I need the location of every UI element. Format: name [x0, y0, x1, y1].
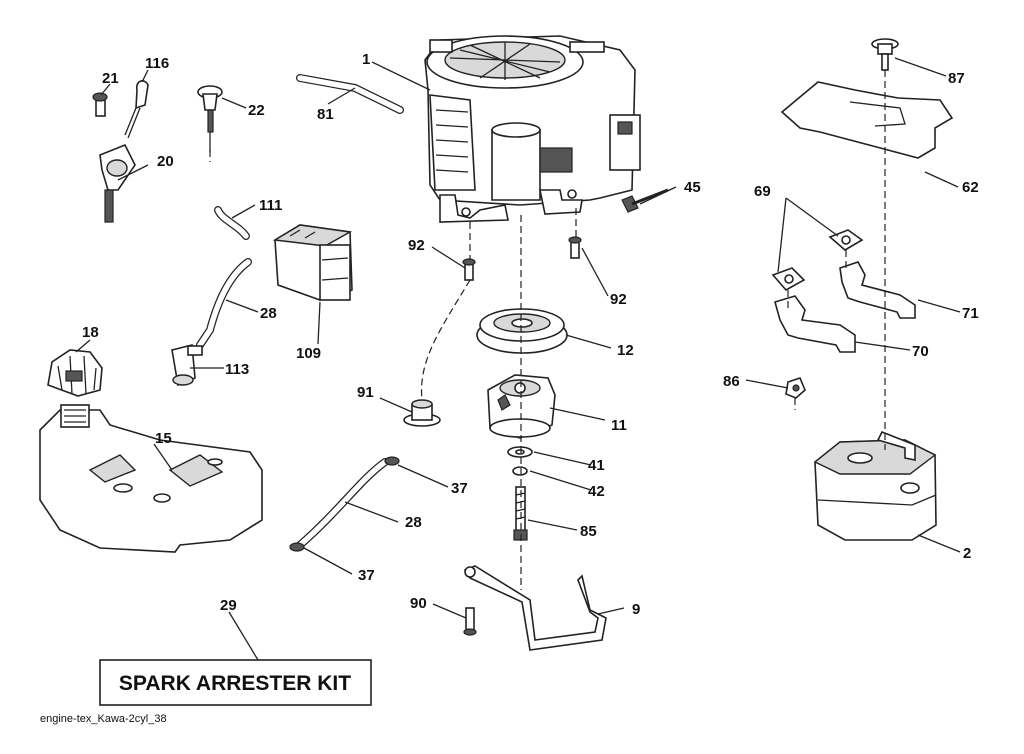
spark-arrester-kit: SPARK ARRESTER KIT	[99, 659, 372, 706]
bolt-45	[621, 188, 669, 213]
callout-62: 62	[962, 179, 979, 196]
callout-87: 87	[948, 70, 965, 87]
callout-91: 91	[357, 384, 374, 401]
callout-85: 85	[580, 523, 597, 540]
callout-41: 41	[588, 457, 605, 474]
callout-92-right: 92	[610, 291, 627, 308]
bushing-91	[403, 399, 441, 427]
callout-1: 1	[362, 51, 370, 68]
callout-28-lower: 28	[405, 514, 422, 531]
callout-28-upper: 28	[260, 305, 277, 322]
leader-lines	[75, 57, 961, 661]
pulley-12	[476, 308, 568, 354]
callout-20: 20	[157, 153, 174, 170]
callout-81: 81	[317, 106, 334, 123]
callout-111: 111	[259, 197, 282, 214]
callout-labels: 1 81 21 116 22 20 45 87 62 69 71 70 86 2…	[82, 51, 979, 618]
callout-113: 113	[225, 361, 249, 378]
callout-71: 71	[962, 305, 979, 322]
callout-70: 70	[912, 343, 929, 360]
callout-45: 45	[684, 179, 701, 196]
fuel-pump-109	[272, 224, 353, 301]
bolt-90	[463, 607, 477, 636]
bracket-9	[463, 565, 607, 651]
callout-18: 18	[82, 324, 99, 341]
fuel-tank-15	[39, 404, 263, 553]
callout-90: 90	[410, 595, 427, 612]
callout-12: 12	[617, 342, 634, 359]
washer-42	[512, 466, 528, 476]
bolt-92-left	[462, 258, 476, 281]
bolt-87	[871, 38, 899, 71]
exhaust-pipe-70	[774, 295, 856, 353]
choke-knob-22	[197, 85, 223, 152]
fuel-cap-18	[47, 349, 103, 397]
callout-9: 9	[632, 601, 640, 618]
callout-15: 15	[155, 430, 172, 447]
callout-109: 109	[296, 345, 321, 362]
fitting-113	[171, 343, 203, 387]
fuel-line-81	[296, 74, 404, 114]
gasket-69-right	[828, 229, 864, 251]
callout-22: 22	[248, 102, 265, 119]
engine-assembly	[424, 35, 641, 223]
callout-2: 2	[963, 545, 971, 562]
callout-69: 69	[754, 183, 771, 200]
bolt-92-right	[568, 236, 582, 259]
exhaust-pipe-71	[839, 261, 916, 319]
hose-28-lower	[289, 456, 400, 552]
assembly-lines	[209, 70, 886, 590]
hose-111	[214, 206, 250, 240]
muffler-2	[813, 430, 937, 541]
nut-86	[785, 377, 806, 399]
washer-41	[507, 446, 533, 458]
diagram-code: engine-tex_Kawa-2cyl_38	[40, 713, 167, 725]
hose-28-upper	[196, 258, 252, 349]
throttle-control	[92, 80, 149, 223]
callout-86: 86	[723, 373, 740, 390]
callout-37-upper: 37	[451, 480, 468, 497]
heat-shield-62	[780, 81, 954, 159]
callout-37-lower: 37	[358, 567, 375, 584]
callout-29: 29	[220, 597, 237, 614]
callout-42: 42	[588, 483, 605, 500]
spark-arrester-kit-label: SPARK ARRESTER KIT	[119, 672, 351, 695]
callout-21: 21	[102, 70, 119, 87]
callout-11: 11	[611, 417, 627, 434]
callout-92-left: 92	[408, 237, 425, 254]
callout-116: 116	[145, 55, 169, 72]
gasket-69-left	[771, 267, 806, 292]
